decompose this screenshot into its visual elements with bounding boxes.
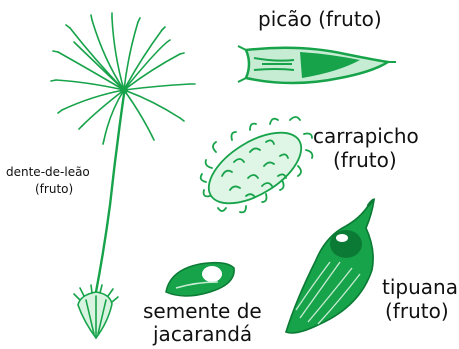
- picao-fruit-drawing: [238, 46, 396, 83]
- label-carrapicho: carrapicho: [313, 125, 419, 147]
- dandelion-pappus: [51, 13, 195, 144]
- label-picao: picão (fruto): [258, 8, 382, 30]
- jacaranda-seed-drawing: [166, 263, 234, 296]
- label-dente-de-leao-type: (fruto): [35, 183, 73, 196]
- label-carrapicho-type: (fruto): [333, 149, 397, 171]
- label-dente-de-leao: dente-de-leão: [6, 166, 90, 179]
- label-tipuana: tipuana: [382, 276, 458, 298]
- label-tipuana-type: (fruto): [385, 300, 449, 322]
- tipuana-fruit-drawing: [286, 200, 374, 333]
- carrapicho-fruit-drawing: [197, 117, 313, 218]
- label-jacaranda: jacarandá: [153, 323, 252, 345]
- label-semente: semente de: [143, 300, 262, 322]
- dandelion-stalk: [96, 94, 124, 292]
- dandelion-achene: [74, 285, 118, 338]
